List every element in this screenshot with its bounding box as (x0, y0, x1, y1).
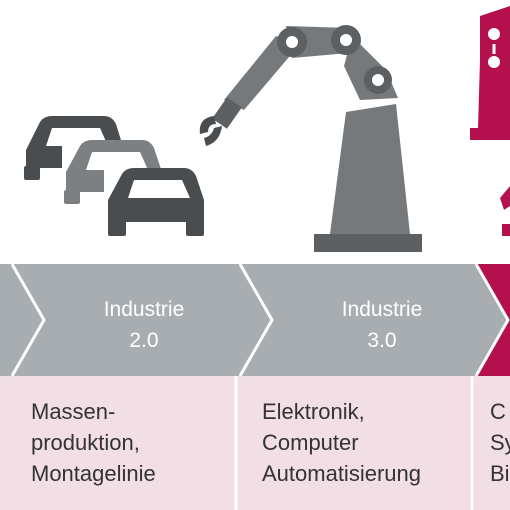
stage-title: Industrie (341, 298, 423, 321)
description-line: Elektronik, (262, 399, 365, 424)
description-line: produktion, (31, 430, 140, 455)
description-line: Massen- (31, 399, 116, 424)
chevron-stage-1 (0, 264, 44, 376)
stage-number: 3.0 (367, 329, 397, 352)
stage-description-3: Elektronik, Computer Automatisierung (262, 396, 421, 489)
stage-label-industrie-3: Industrie 3.0 (282, 294, 482, 356)
stage-description-4: C Sy Bi (490, 396, 510, 489)
car-icon (104, 168, 208, 236)
stage-description-2: Massen- produktion, Montagelinie (31, 396, 156, 489)
chevron-stage-4 (476, 264, 510, 376)
chevron-stage-3 (240, 264, 508, 376)
description-line: C (490, 399, 506, 424)
description-band (0, 376, 510, 510)
stage-title: Industrie (103, 298, 185, 321)
stage-number: 2.0 (129, 329, 159, 352)
description-line: Computer (262, 430, 359, 455)
description-line: Montagelinie (31, 461, 156, 486)
robot-arm-icon (199, 25, 422, 252)
description-line: Sy (490, 430, 510, 455)
chevron-band (0, 263, 510, 377)
robot-partial-icon (470, 6, 510, 236)
cars-icon (24, 116, 208, 236)
car-icon (62, 140, 162, 204)
description-line: Bi (490, 461, 510, 486)
chevron-stage-2 (0, 264, 272, 376)
description-line: Automatisierung (262, 461, 421, 486)
stage-label-industrie-2: Industrie 2.0 (44, 294, 244, 356)
